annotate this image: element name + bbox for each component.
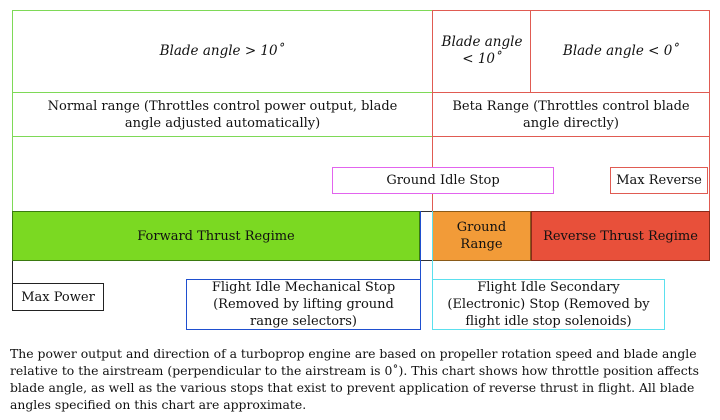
blade-angle-gt-10-label: Blade angle > 10˚ <box>159 42 285 59</box>
blade-angle-split-line <box>530 10 531 92</box>
normal-range-label: Normal range (Throttles control power ou… <box>47 98 398 131</box>
flight-idle-secondary-stop-box: Flight Idle Secondary (Electronic) Stop … <box>432 279 665 330</box>
ground-idle-stop-box: Ground Idle Stop <box>332 167 554 194</box>
reverse-thrust-regime-bar: Reverse Thrust Regime <box>531 211 710 261</box>
beta-range-divider-2 <box>432 136 710 137</box>
ground-range-bar: Ground Range <box>432 211 531 261</box>
max-reverse-box: Max Reverse <box>610 167 708 194</box>
max-power-connector <box>12 261 13 283</box>
normal-range-divider <box>12 92 432 93</box>
normal-range-divider-2 <box>12 136 432 137</box>
beta-range-divider <box>432 92 710 93</box>
beta-range-label: Beta Range (Throttles control blade angl… <box>452 98 690 131</box>
forward-thrust-regime-bar: Forward Thrust Regime <box>12 211 420 261</box>
blade-angle-lt-0-label: Blade angle < 0˚ <box>562 42 680 59</box>
flight-idle-mechanical-connector <box>420 211 421 281</box>
diagram-caption: The power output and direction of a turb… <box>10 346 699 412</box>
max-power-box: Max Power <box>12 283 104 311</box>
flight-idle-secondary-connector <box>432 211 433 281</box>
flight-idle-mechanical-stop-box: Flight Idle Mechanical Stop (Removed by … <box>186 279 421 330</box>
flight-idle-gap <box>420 211 432 261</box>
blade-angle-lt-10-label: Blade angle < 10˚ <box>441 34 523 67</box>
